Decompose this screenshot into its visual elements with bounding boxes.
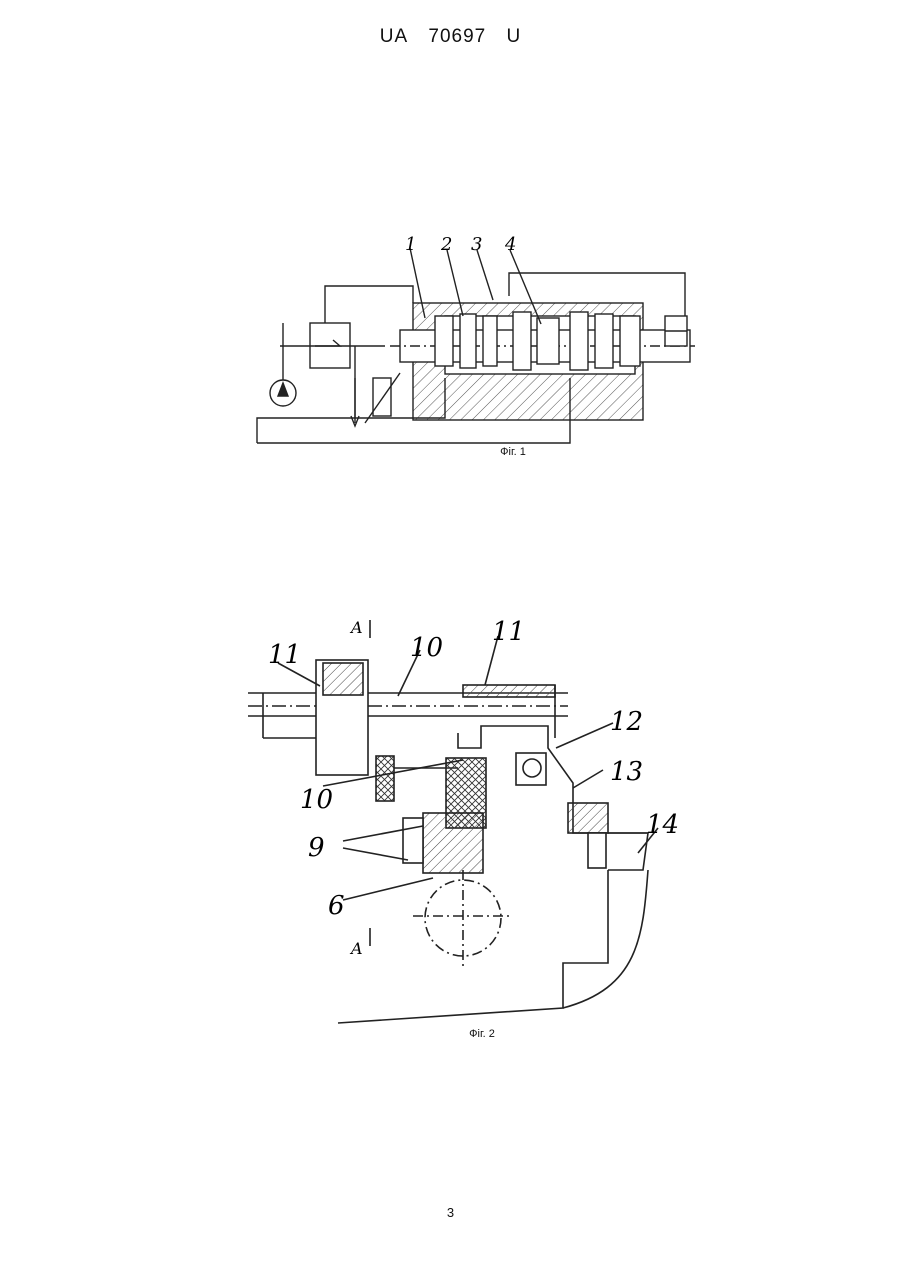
figure-2-drawing: A A 11 10 11 12 13 14 10 9 6 [248,608,708,1028]
figure-2-label-9: 11 [492,617,525,647]
figure-2-label-8: 10 [300,785,333,815]
patent-kind: U [507,26,522,47]
figure-2-section-label-top: A [349,618,363,637]
figure-1-caption: Фіг. 1 [453,446,573,458]
figure-2-label-10: 10 [410,633,443,663]
patent-header: UA 70697 U [0,26,901,48]
figure-2-label-13: 13 [610,757,643,787]
figure-2-label-14: 14 [646,810,679,840]
figure-2-label-7: 9 [308,833,325,863]
figure-1-drawing: 1 2 3 4 [245,228,700,448]
figure-1-label-1: 1 [405,234,416,255]
figure-2-section-label-bottom: A [349,939,363,958]
figure-2-caption: Фіг. 2 [422,1028,542,1040]
figure-2-label-12: 12 [610,707,643,737]
patent-number: 70697 [428,26,486,47]
figure-1-label-4: 4 [504,234,516,255]
figure-1-label-3: 3 [471,234,482,255]
figure-2-label-6: 6 [328,891,345,921]
page-number: 3 [0,1205,901,1220]
figure-1-label-2: 2 [440,234,452,255]
figure-2-label-11: 11 [268,640,301,670]
patent-country: UA [380,26,408,47]
